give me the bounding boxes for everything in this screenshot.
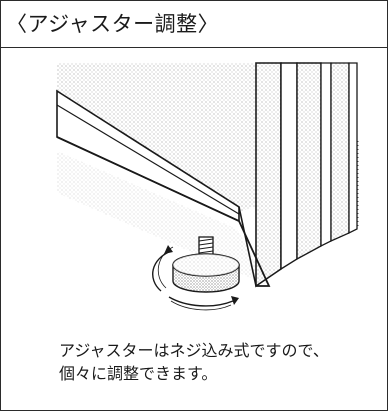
rotation-arrows	[152, 245, 239, 311]
section-title: 〈アジャスター調整〉	[6, 12, 220, 36]
box-bottom-edge	[56, 136, 271, 287]
box-front-panel	[57, 151, 269, 286]
adjuster-illustration	[56, 62, 359, 311]
caption: アジャスターはネジ込み式ですので、 個々に調整できます。	[59, 339, 379, 385]
caption-line-1: アジャスターはネジ込み式ですので、	[59, 341, 329, 360]
caption-line-2: 個々に調整できます。	[59, 364, 218, 383]
box-back-panel	[57, 63, 256, 213]
title-bar: 〈アジャスター調整〉	[1, 1, 387, 48]
box-legs	[255, 62, 359, 288]
adjuster-foot	[172, 253, 240, 293]
